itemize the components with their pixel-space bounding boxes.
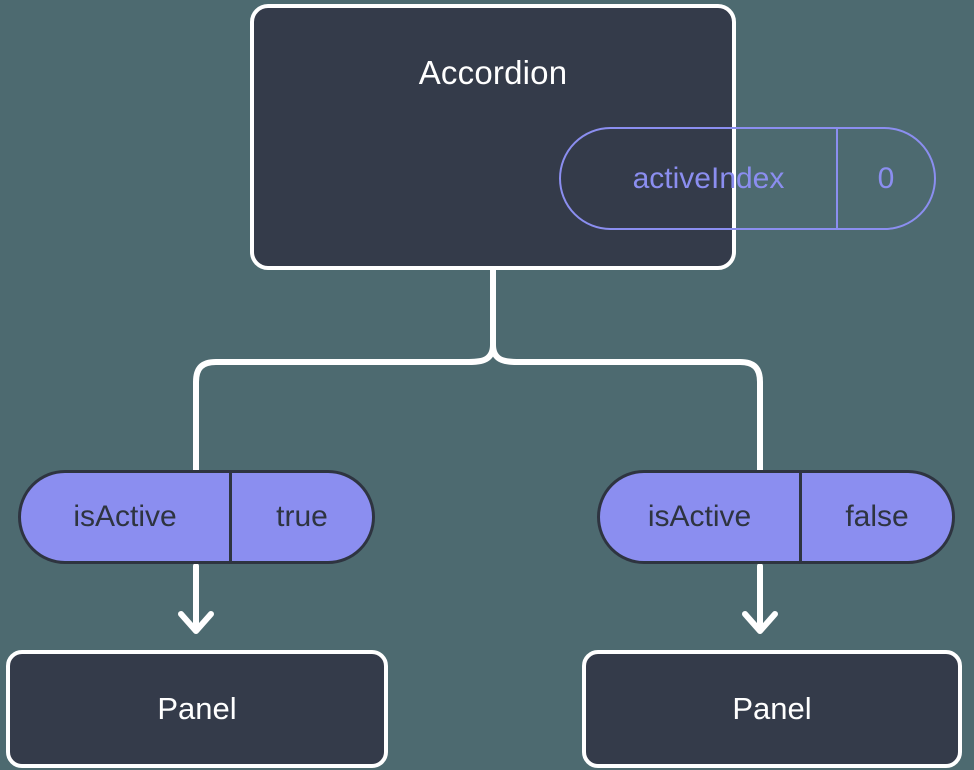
isactive-prop-key-left: isActive: [21, 473, 232, 561]
panel-label-right: Panel: [732, 691, 812, 726]
branch-bus: [490, 342, 763, 473]
isactive-prop-pill-right[interactable]: isActive false: [597, 470, 955, 564]
arrow-head-left: [178, 611, 214, 634]
isactive-prop-value-left: true: [276, 500, 328, 533]
activeindex-prop-key: activeIndex: [561, 129, 838, 228]
isactive-prop-value-right: false: [845, 500, 909, 533]
accordion-title: Accordion: [418, 54, 568, 91]
isactive-prop-pill-left[interactable]: isActive true: [18, 470, 375, 564]
activeindex-prop-value: 0: [877, 161, 895, 195]
arrow-head-right: [742, 611, 778, 634]
accordion-component-card[interactable]: Accordion activeIndex 0: [250, 4, 936, 270]
panel-card-right[interactable]: Panel: [582, 650, 962, 768]
panel-card-left[interactable]: Panel: [6, 650, 388, 768]
panel-label-left: Panel: [157, 691, 237, 726]
branch-bus-left: [193, 342, 496, 473]
activeindex-prop-pill[interactable]: activeIndex 0: [559, 127, 936, 230]
isactive-prop-key-right: isActive: [600, 473, 802, 561]
